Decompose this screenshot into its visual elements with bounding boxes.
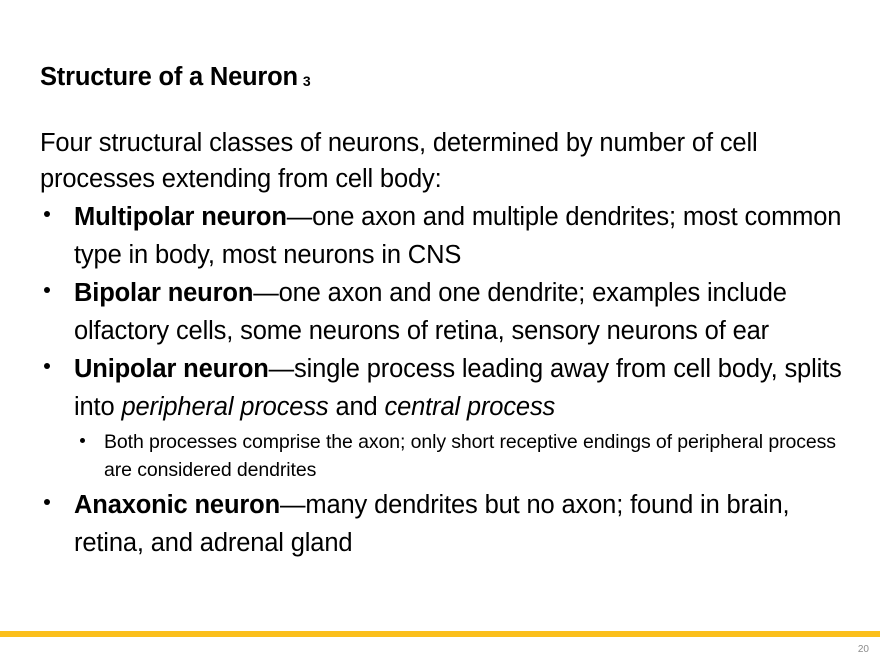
- page-title-text: Structure of a Neuron: [40, 63, 298, 92]
- bullet-text: one axon and one dendrite; examples incl…: [74, 279, 787, 345]
- bullet-text-conjunction: and: [328, 392, 385, 421]
- sub-list-item: Both processes comprise the axon; only s…: [74, 428, 864, 484]
- page-number: 20: [857, 644, 869, 655]
- bullet-dot-icon: [44, 499, 50, 505]
- bullet-italic-term: central process: [384, 392, 556, 421]
- bullet-text: many dendrites but no axon; found in bra…: [74, 491, 790, 557]
- bullet-text: single process leading away from cell bo…: [74, 355, 842, 421]
- list-item: Anaxonic neuron—many dendrites but no ax…: [40, 487, 864, 562]
- bullet-lead-term: Bipolar neuron: [74, 279, 254, 307]
- slide-body: Four structural classes of neurons, dete…: [40, 126, 842, 563]
- page-title-superscript: 3: [302, 73, 311, 90]
- bullet-lead-term: Unipolar neuron: [74, 355, 269, 383]
- bullet-dash: —: [268, 355, 295, 383]
- list-item: Multipolar neuron—one axon and multiple …: [40, 199, 864, 274]
- sub-bullet-text: Both processes comprise the axon; only s…: [104, 431, 836, 481]
- bullet-text: one axon and multiple dendrites; most co…: [74, 203, 842, 269]
- list-item: Unipolar neuron—single process leading a…: [40, 351, 864, 484]
- bullet-dash: —: [280, 491, 306, 519]
- bullet-lead-term: Multipolar neuron: [74, 203, 287, 231]
- bullet-lead-term: Anaxonic neuron: [74, 491, 281, 519]
- bullet-italic-term: peripheral process: [121, 392, 329, 421]
- bullet-dot-icon: [44, 211, 50, 217]
- bullet-dot-icon: [44, 287, 50, 293]
- bullet-list: Multipolar neuron—one axon and multiple …: [40, 199, 842, 562]
- bullet-dash: —: [253, 279, 279, 307]
- intro-paragraph: Four structural classes of neurons, dete…: [40, 129, 758, 193]
- bullet-dash: —: [286, 203, 313, 231]
- footer-accent-rule: [0, 631, 880, 637]
- sub-bullet-list: Both processes comprise the axon; only s…: [74, 428, 864, 484]
- list-item: Bipolar neuron—one axon and one dendrite…: [40, 275, 864, 350]
- bullet-dot-icon: [44, 363, 50, 369]
- sub-bullet-dot-icon: [80, 438, 85, 443]
